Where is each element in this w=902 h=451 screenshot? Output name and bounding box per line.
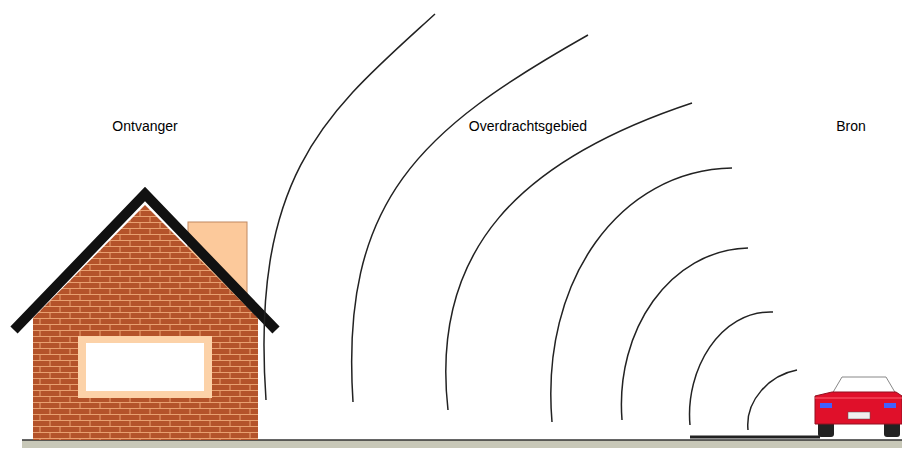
region-label: Ontvanger [112, 118, 177, 134]
wave [690, 312, 773, 425]
roof [14, 194, 276, 330]
region-label: Overdrachtsgebied [469, 118, 587, 134]
car [815, 377, 902, 437]
window-frame [78, 336, 212, 398]
wave [352, 35, 588, 402]
wave [264, 14, 435, 400]
wave [551, 168, 732, 422]
wave [621, 248, 748, 420]
road [690, 436, 820, 439]
region-label: Bron [836, 118, 866, 134]
window-pane [86, 343, 204, 391]
wave [446, 103, 692, 410]
sound-waves [264, 14, 797, 430]
brick-wall [33, 205, 258, 440]
ground [22, 440, 902, 448]
wave [748, 370, 797, 430]
